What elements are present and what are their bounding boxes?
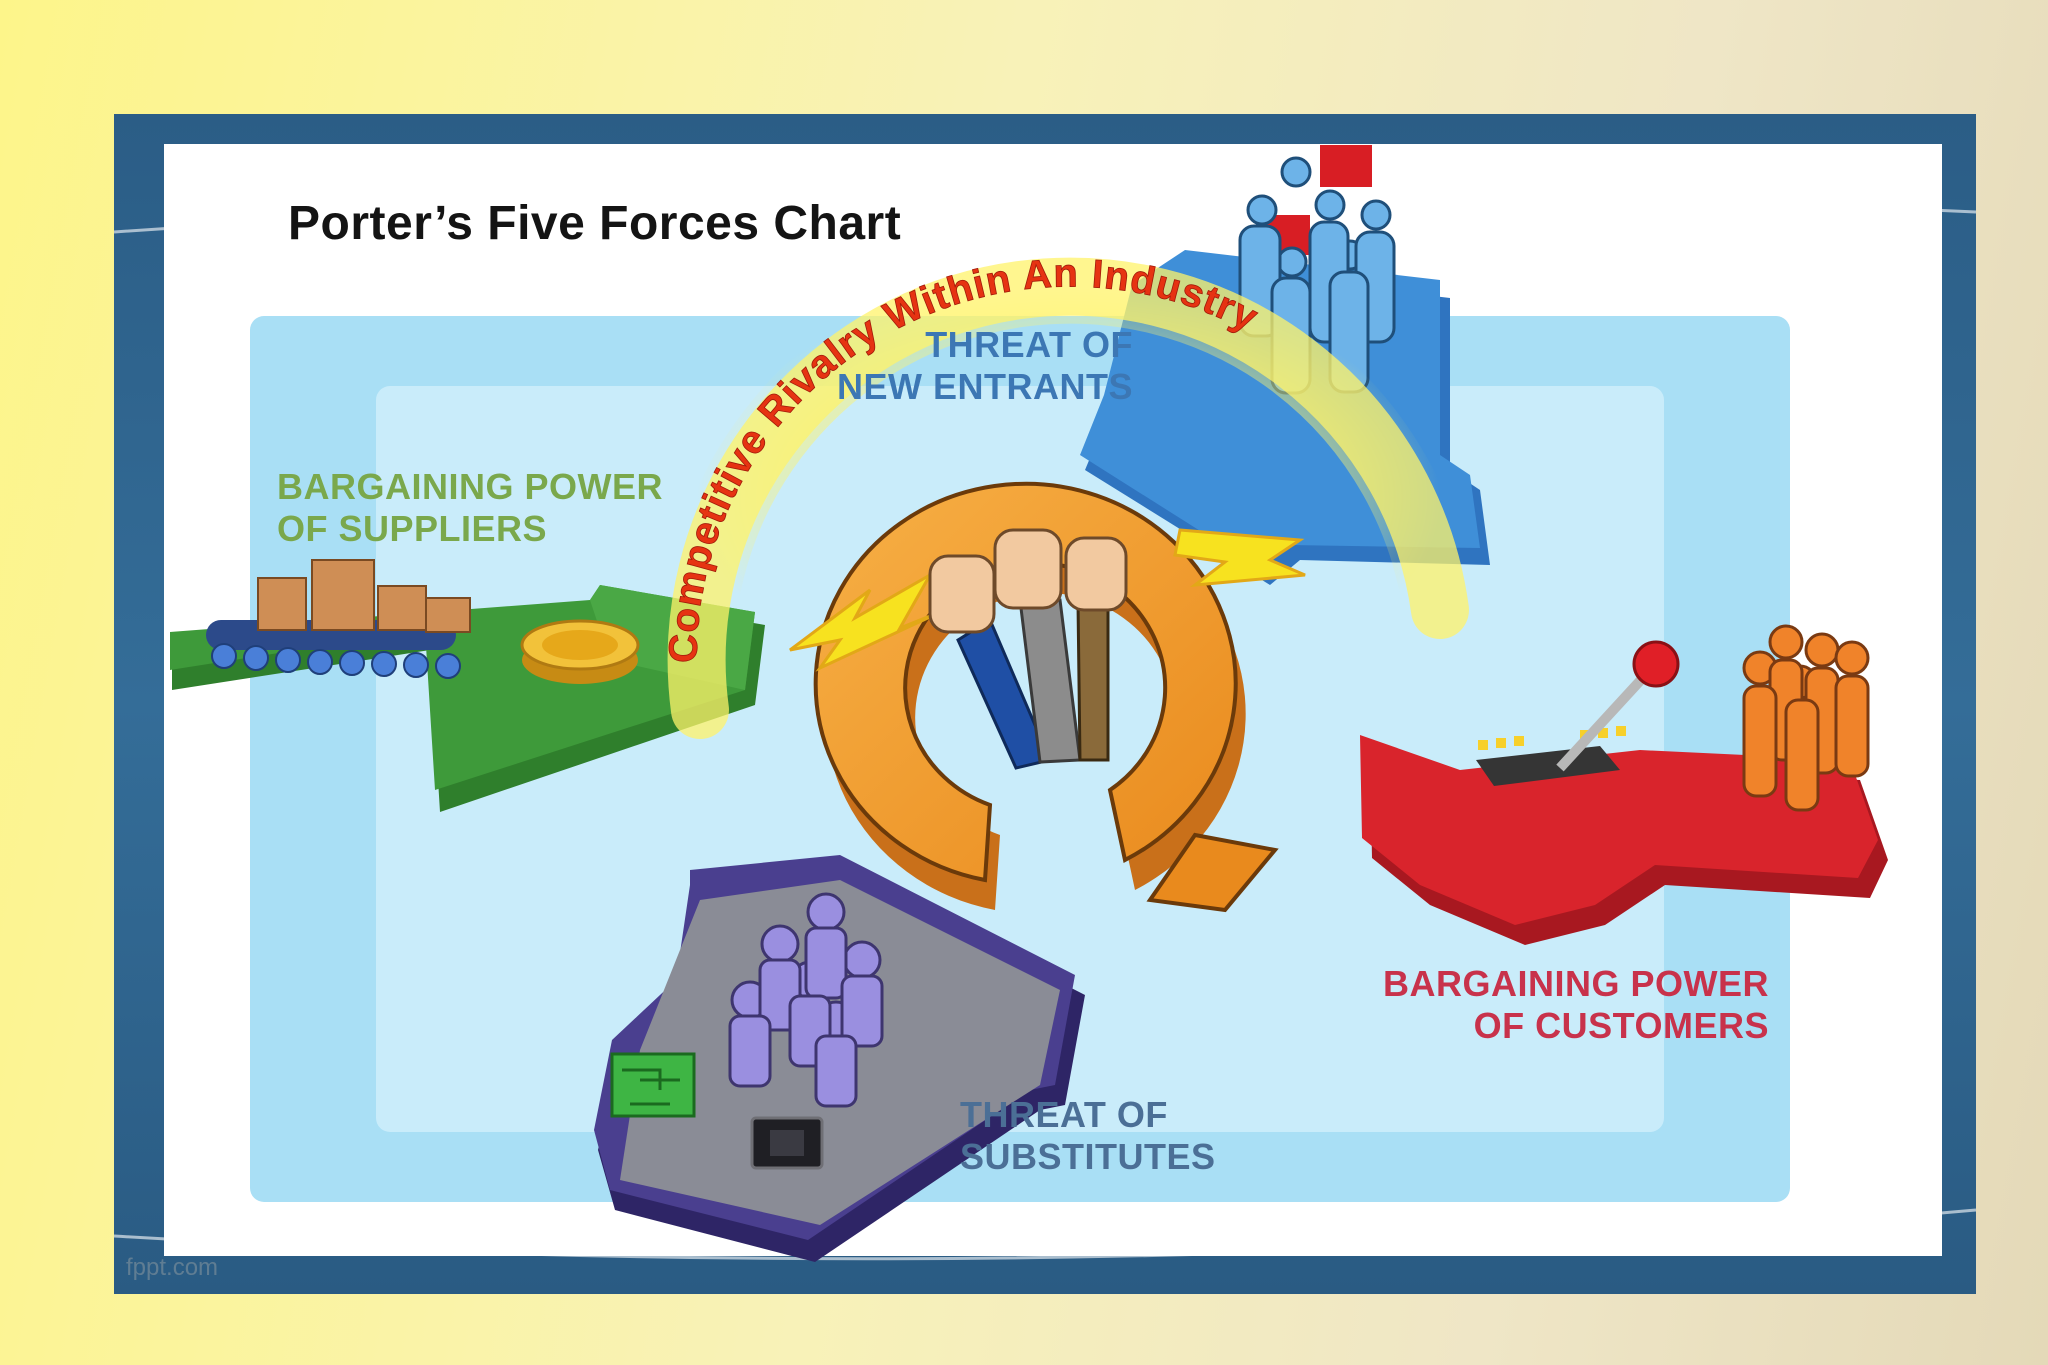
threat-of-substitutes-label: THREAT OF SUBSTITUTES (960, 1094, 1216, 1178)
label-line: SUBSTITUTES (960, 1136, 1216, 1177)
bargaining-power-of-suppliers-label: BARGAINING POWER OF SUPPLIERS (277, 466, 663, 550)
label-line: OF CUSTOMERS (1473, 1005, 1769, 1046)
coin-icon (520, 619, 640, 684)
microchip-icon (750, 1116, 824, 1170)
footer-watermark: fppt.com (126, 1254, 219, 1281)
label-line: NEW ENTRANTS (837, 366, 1133, 407)
label-line: THREAT OF (925, 324, 1133, 365)
page-title: Porter’s Five Forces Chart (288, 197, 902, 250)
threat-of-new-entrants-label: THREAT OF NEW ENTRANTS (837, 324, 1133, 408)
boxes-conveyor-icon (206, 559, 471, 679)
label-line: OF SUPPLIERS (277, 508, 548, 549)
robots-group-icon (728, 892, 884, 1108)
raised-fists-icon (928, 528, 1128, 770)
label-line: BARGAINING POWER (1383, 963, 1769, 1004)
lever-icon (1476, 640, 1680, 786)
label-line: THREAT OF (960, 1094, 1168, 1135)
lightning-icon (789, 528, 1306, 672)
people-group-icon (1742, 624, 1870, 812)
bargaining-power-of-customers-label: BARGAINING POWER OF CUSTOMERS (1383, 963, 1769, 1047)
circuit-board-icon (610, 1052, 696, 1118)
label-line: BARGAINING POWER (277, 466, 663, 507)
